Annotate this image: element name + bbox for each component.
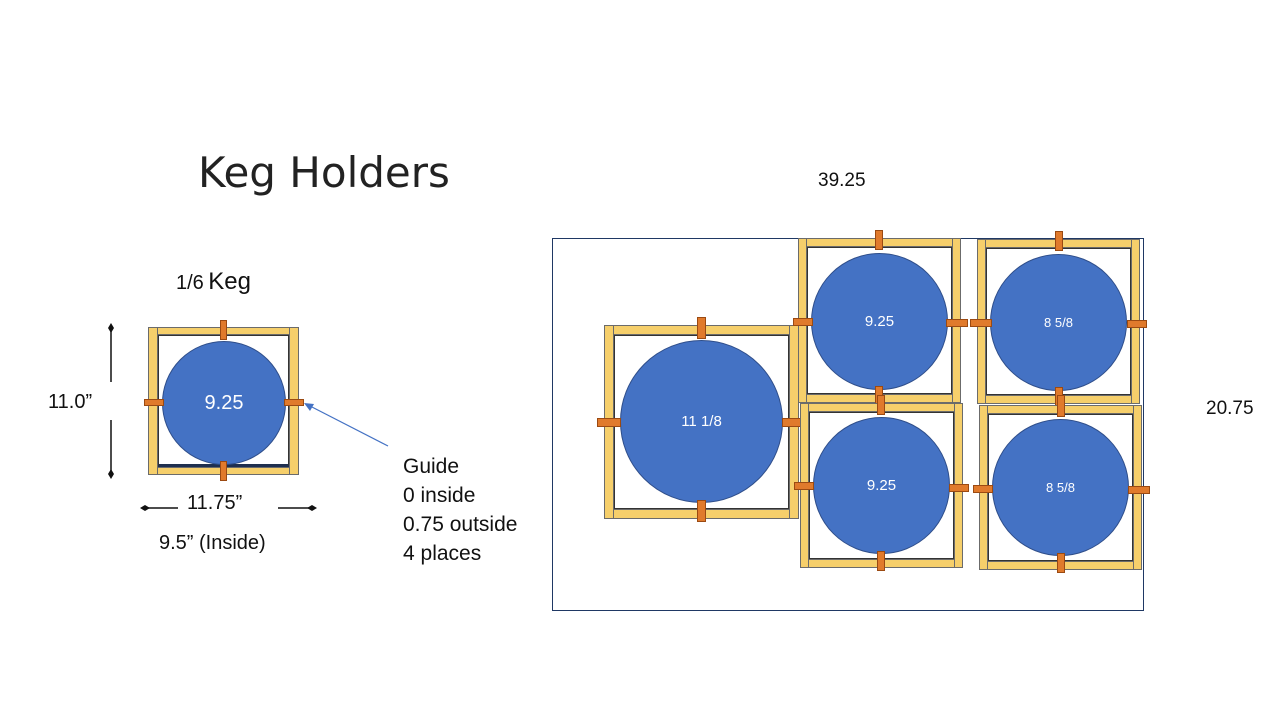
width-dim-right-cap	[307, 505, 317, 511]
large-tab-bottom	[697, 500, 706, 522]
top-mid-tab-left	[793, 318, 813, 326]
keg-type-fraction: 1/6	[176, 272, 204, 294]
large-tab-left	[597, 418, 621, 427]
guide-tab-top	[220, 320, 227, 340]
guide-line-1: Guide	[403, 455, 460, 478]
top-right-keg-label: 8 5/8	[1044, 315, 1073, 330]
page-title: Keg Holders	[198, 148, 450, 197]
guide-tab-bottom	[220, 461, 227, 481]
guide-arrow-line	[309, 405, 389, 447]
board-width-label: 39.25	[818, 170, 866, 191]
width-dim-left-cap	[140, 505, 150, 511]
top-right-tab-right	[1127, 320, 1147, 328]
bottom-right-tab-bottom	[1057, 553, 1065, 573]
height-dim-top-cap	[108, 323, 114, 333]
bottom-right-keg-circle: 8 5/8	[992, 419, 1129, 556]
single-keg-holder: 9.25	[144, 320, 304, 481]
bottom-mid-keg-circle: 9.25	[813, 417, 950, 554]
bottom-mid-tab-right	[949, 484, 969, 492]
top-right-tab-top	[1055, 231, 1063, 251]
guide-tab-right	[284, 399, 304, 406]
bottom-right-keg-holder: 8 5/8	[973, 395, 1150, 573]
keg-circle: 9.25	[162, 341, 286, 465]
guide-line-4: 4 places	[403, 542, 482, 565]
top-mid-tab-top	[875, 230, 883, 250]
guide-line-3: 0.75 outside	[403, 513, 518, 536]
top-right-keg-holder: 8 5/8	[970, 231, 1147, 407]
bottom-mid-keg-holder: 9.25	[794, 395, 969, 571]
bottom-right-tab-left	[973, 485, 993, 493]
top-mid-keg-label: 9.25	[864, 313, 895, 330]
guide-arrow-head	[304, 403, 314, 411]
top-mid-tab-right	[946, 319, 968, 327]
bottom-mid-tab-top	[877, 395, 885, 415]
large-keg-holder: 11 1/8	[597, 317, 802, 522]
holder-inside-label: 9.5” (Inside)	[159, 532, 266, 554]
bottom-mid-keg-label: 9.25	[866, 477, 897, 494]
bottom-right-keg-label: 8 5/8	[1046, 480, 1075, 495]
keg-type-word: Keg	[208, 268, 251, 295]
bottom-right-tab-right	[1128, 486, 1150, 494]
holder-height-label: 11.0”	[48, 391, 93, 413]
bottom-mid-tab-bottom	[877, 551, 885, 571]
bottom-mid-tab-left	[794, 482, 814, 490]
large-tab-top	[697, 317, 706, 339]
top-right-keg-circle: 8 5/8	[990, 254, 1127, 391]
guide-tab-left	[144, 399, 164, 406]
board-height-label: 20.75	[1206, 398, 1254, 419]
holder-width-label: 11.75”	[187, 492, 243, 514]
top-right-tab-left	[970, 319, 992, 327]
height-dim-bottom-cap	[108, 469, 114, 479]
bottom-right-tab-top	[1057, 395, 1065, 417]
guide-line-2: 0 inside	[403, 484, 476, 507]
large-keg-label: 11 1/8	[681, 413, 722, 430]
keg-type-label: 1/6 Keg	[176, 268, 251, 296]
keg-size-label: 9.25	[204, 391, 244, 414]
guide-note: Guide 0 inside 0.75 outside 4 places	[403, 452, 517, 568]
